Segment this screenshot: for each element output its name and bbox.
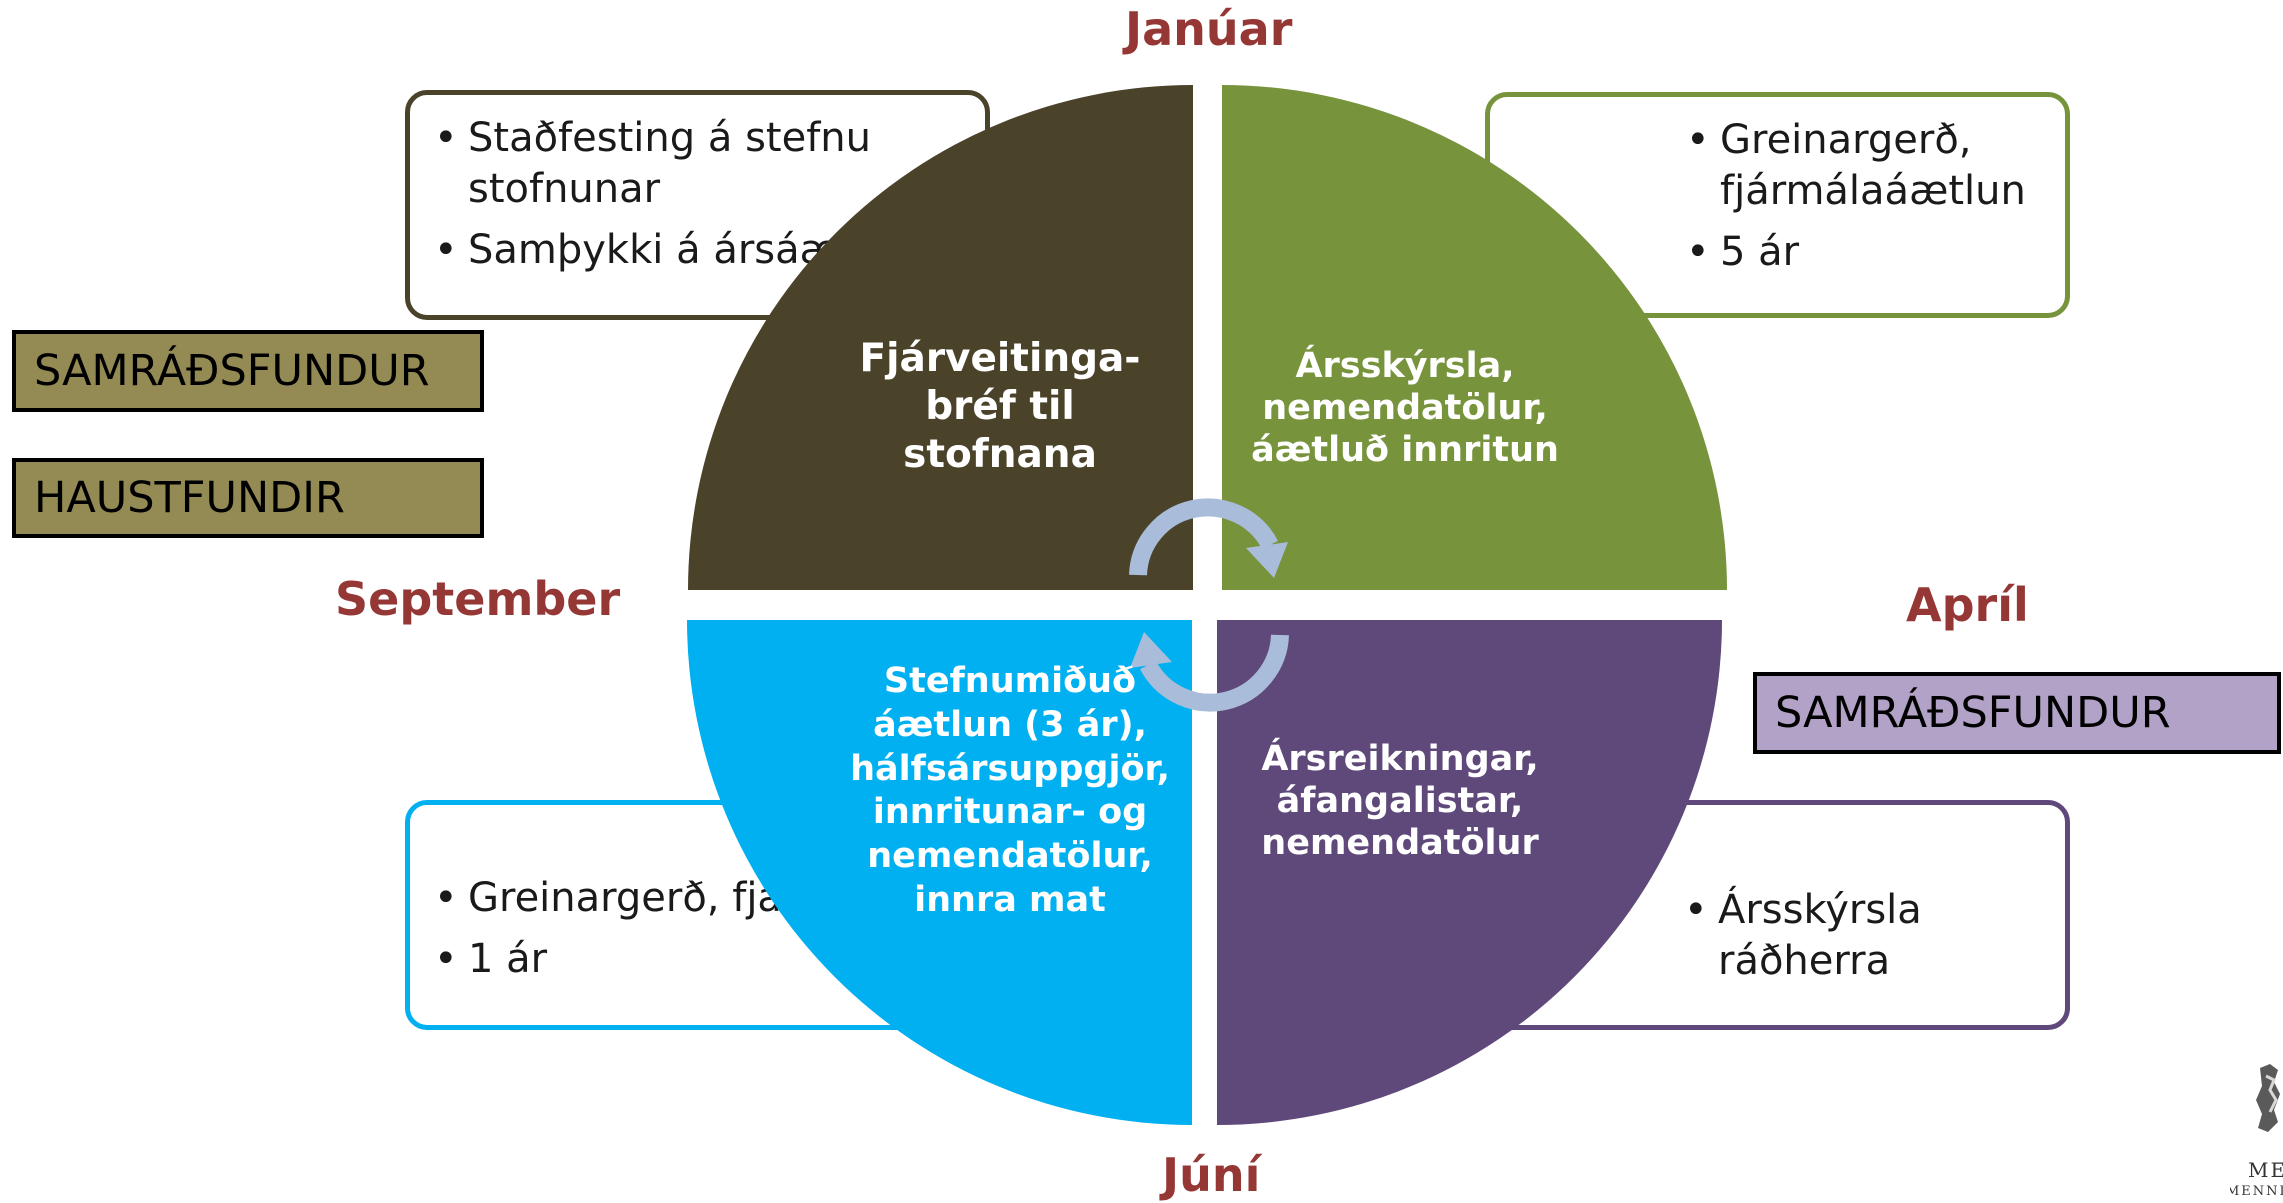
callout-item: Staðfesting á stefnu stofnunar — [430, 113, 965, 215]
quadrant-bottom-right — [1217, 620, 1722, 1125]
month-label-left: September — [335, 572, 621, 626]
quadrant-top-left — [688, 85, 1193, 590]
callout-item: 1 ár — [430, 934, 965, 985]
month-label-top: Janúar — [1125, 2, 1293, 56]
quadrant-bottom-left — [687, 620, 1192, 1125]
haustfundir-tag: HAUSTFUNDIR — [12, 458, 484, 538]
cycle-arrowhead-top — [1246, 542, 1288, 578]
quadrant-label-top-right: Ársskýrsla, nemendatölur, áætluð innritu… — [1251, 346, 1559, 470]
quadrant-label-top-left: Fjárveitinga-bréf til stofnana — [859, 336, 1141, 477]
seal-text-line2: MENNINGARM — [2230, 1184, 2283, 1199]
cycle-arrow-top — [1129, 498, 1278, 576]
cycle-arrowhead-bottom — [1130, 632, 1172, 668]
callout-item: Ársskýrsla ráðherra — [1680, 885, 2045, 987]
cycle-arrows-icon — [1129, 498, 1289, 712]
callout-item: Greinargerð, fjármálaáætlun — [1682, 115, 2045, 217]
quadrant-top-right — [1222, 85, 1727, 590]
samradsfundur-tag-right: SAMRÁÐSFUNDUR — [1753, 672, 2281, 754]
quadrant-label-bottom-right: Ársreikningar, áfangalistar, nemendatölu… — [1261, 739, 1539, 863]
quadrant-label-bottom-left: Stefnumiðuð áætlun (3 ár), hálfsársuppgj… — [850, 661, 1170, 920]
samradsfundur-tag-left: SAMRÁÐSFUNDUR — [12, 330, 484, 412]
seal-text-line1: ME — [2248, 1158, 2283, 1182]
month-label-bottom: Júní — [1162, 1148, 1261, 1202]
month-label-right: Apríl — [1906, 578, 2029, 632]
callout-item: 5 ár — [1682, 227, 2045, 278]
cycle-arrow-bottom — [1140, 634, 1289, 712]
ministry-seal-logo: ME MENNINGARM — [2230, 1060, 2283, 1203]
crest-icon — [2256, 1064, 2280, 1132]
